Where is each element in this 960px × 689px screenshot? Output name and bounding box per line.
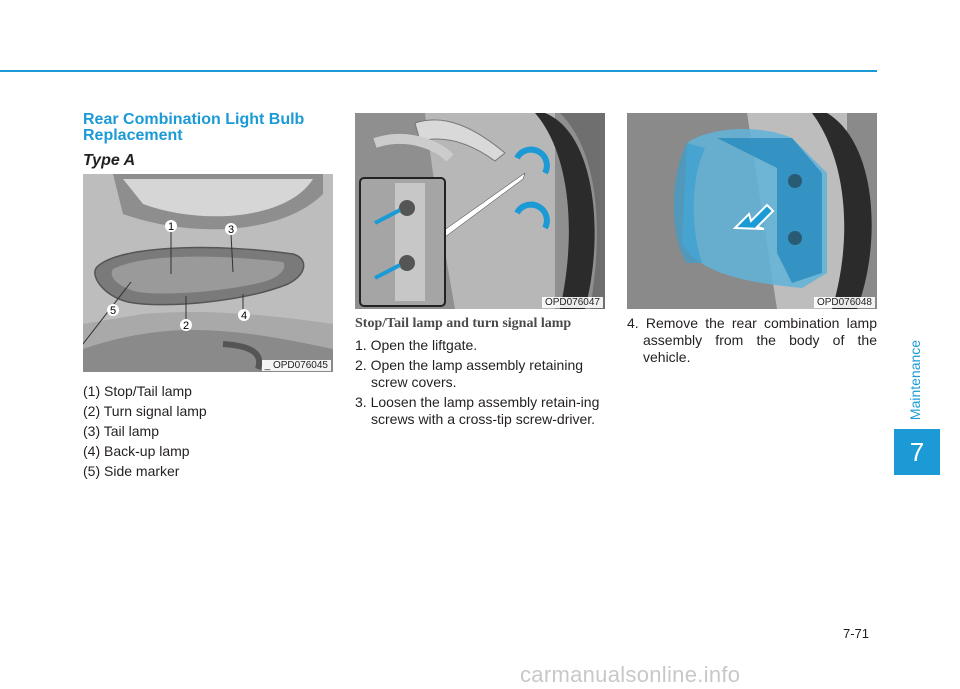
rear-light-illustration: 1 3 2 4 5 <box>83 174 333 372</box>
legend-item: (1) Stop/Tail lamp <box>83 383 192 399</box>
legend-item: (2) Turn signal lamp <box>83 403 207 419</box>
legend-item: (5) Side marker <box>83 463 180 479</box>
figure-screw-covers: OPD076047 <box>355 113 605 309</box>
section-title: Rear Combination Light Bulb Replacement <box>83 111 305 144</box>
callout-3: 3 <box>228 224 234 236</box>
callout-2: 2 <box>183 320 189 332</box>
procedure-steps-continued: 4. Remove the rear combination lamp asse… <box>627 315 877 366</box>
callout-5: 5 <box>110 305 116 317</box>
legend-item: (3) Tail lamp <box>83 423 159 439</box>
step-item: 4. Remove the rear combination lamp asse… <box>627 315 877 365</box>
step-item: 1. Open the liftgate. <box>355 337 478 353</box>
page-number: 7-71 <box>843 626 870 641</box>
step-item: 3. Loosen the lamp assembly retain-ing s… <box>355 394 600 427</box>
figure-rear-light-locations: 1 3 2 4 5 OPD076045 <box>83 174 333 372</box>
subheading: Stop/Tail lamp and turn signal lamp <box>355 316 572 331</box>
step-item: 2. Open the lamp assembly retaining scre… <box>355 357 584 390</box>
light-legend: (1) Stop/Tail lamp (2) Turn signal lamp … <box>83 381 207 481</box>
figure-code: OPD076048 <box>813 297 875 308</box>
chapter-number-badge: 7 <box>894 429 940 475</box>
figure-code: OPD076047 <box>541 297 603 308</box>
header-rule <box>0 70 877 72</box>
callout-4: 4 <box>241 310 247 322</box>
site-watermark: carmanualsonline.info <box>520 662 741 687</box>
callout-1: 1 <box>168 221 174 233</box>
procedure-steps: 1. Open the liftgate. 2. Open the lamp a… <box>355 337 605 431</box>
type-label: Type A <box>83 152 136 169</box>
legend-item: (4) Back-up lamp <box>83 443 190 459</box>
side-tab-label: Maintenance <box>907 339 923 421</box>
figure-remove-assembly: OPD076048 <box>627 113 877 309</box>
remove-assembly-illustration <box>627 113 877 309</box>
screw-cover-illustration <box>355 113 605 309</box>
figure-code: OPD076045 <box>261 360 331 371</box>
